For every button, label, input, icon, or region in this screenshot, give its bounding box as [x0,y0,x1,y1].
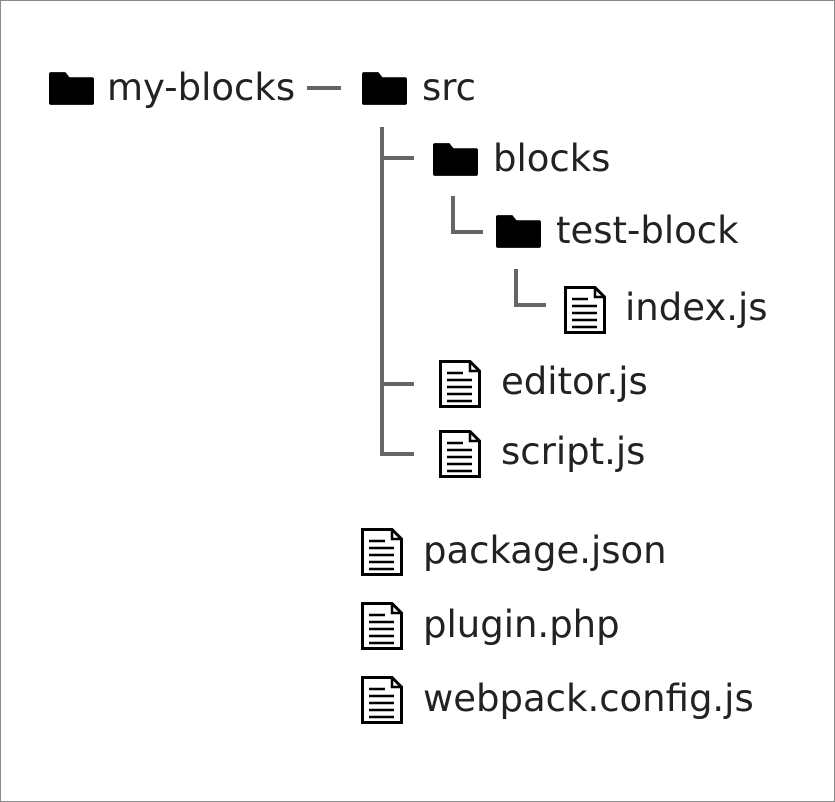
folder-icon [496,215,541,248]
node-label: index.js [625,286,768,329]
folder-icon [49,72,94,105]
tree-node-test-block[interactable]: test-block [496,209,739,252]
node-label: blocks [493,137,610,180]
tree-node-src[interactable]: src [362,66,476,109]
tree-node-editor-js[interactable]: editor.js [439,360,648,408]
folder-icon [433,143,478,176]
tree-node-script-js[interactable]: script.js [439,430,646,478]
file-icon [361,602,403,650]
node-label: my-blocks [107,66,295,109]
file-icon [361,528,403,576]
connector-test-block-to-index [514,269,546,307]
node-label: webpack.config.js [423,677,754,720]
tree-node-package-json[interactable]: package.json [361,528,667,576]
folder-icon [362,72,407,105]
node-label: script.js [501,430,645,473]
tree-node-plugin-php[interactable]: plugin.php [361,602,620,650]
tree-node-blocks[interactable]: blocks [433,137,610,180]
tree-node-webpack-config-js[interactable]: webpack.config.js [361,676,754,724]
node-label: package.json [423,529,667,572]
node-label: test-block [556,209,739,252]
file-icon [564,286,606,334]
node-label: plugin.php [423,603,620,646]
tree-node-my-blocks[interactable]: my-blocks [49,66,295,109]
tree-connectors [307,86,546,456]
tree-node-index-js[interactable]: index.js [564,286,768,334]
file-icon [439,430,481,478]
node-label: src [422,66,476,109]
file-icon [361,676,403,724]
file-icon [439,360,481,408]
node-label: editor.js [501,360,648,403]
connector-blocks-to-test-block [451,196,483,234]
